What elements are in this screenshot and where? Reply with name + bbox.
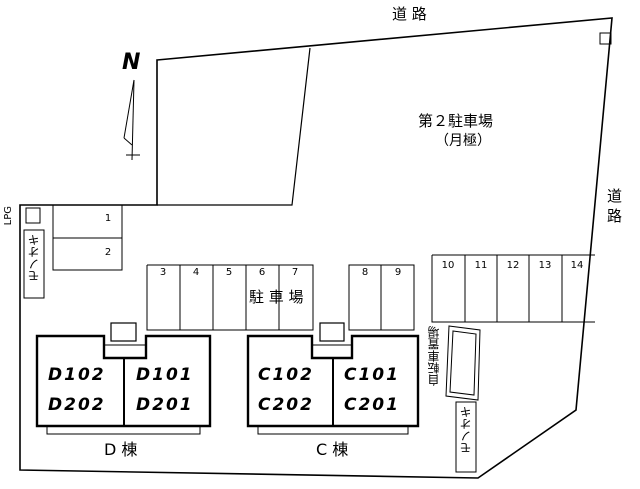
north-label: N xyxy=(122,50,141,75)
road-right-label: 道 路 xyxy=(605,188,623,223)
stall-number: 2 xyxy=(104,247,112,258)
stalls-right xyxy=(431,254,595,323)
parking-main-label: 駐 車 場 xyxy=(249,288,304,306)
unit-label: C102 xyxy=(258,365,314,385)
stall-number: 8 xyxy=(361,267,369,278)
parking2-title: 第２駐車場 xyxy=(418,112,494,130)
site-boundary xyxy=(19,17,613,479)
parking2-boundary xyxy=(157,47,311,206)
stall-number: 11 xyxy=(474,260,488,271)
building-d xyxy=(35,322,212,435)
stalls-left xyxy=(52,205,123,271)
corner-marker xyxy=(599,32,612,45)
storage-left-label: モノオキ xyxy=(27,234,41,282)
stall-number: 1 xyxy=(104,213,112,224)
stall-number: 5 xyxy=(225,267,233,278)
unit-label: D102 xyxy=(48,365,106,385)
stall-number: 13 xyxy=(538,260,552,271)
unit-label: C101 xyxy=(344,365,400,385)
storage-left xyxy=(23,229,45,299)
unit-label: D202 xyxy=(48,395,106,415)
lpg-box xyxy=(25,207,41,224)
parking2-subtitle: （月極） xyxy=(435,133,491,149)
unit-label: C202 xyxy=(258,395,314,415)
building-c xyxy=(246,322,420,435)
north-arrow xyxy=(123,79,140,161)
unit-label: C201 xyxy=(344,395,400,415)
stall-number: 3 xyxy=(159,267,167,278)
bike-parking xyxy=(445,325,481,401)
stalls-mid-b xyxy=(348,264,415,331)
road-top-label: 道 路 xyxy=(392,5,427,23)
storage-right xyxy=(455,401,477,473)
stalls-mid-a xyxy=(146,264,314,331)
lpg-label: LPG xyxy=(3,206,14,226)
stall-number: 12 xyxy=(506,260,520,271)
stall-number: 14 xyxy=(570,260,584,271)
stall-number: 9 xyxy=(394,267,402,278)
unit-label: D201 xyxy=(136,395,194,415)
building-d-label: D 棟 xyxy=(104,440,138,459)
stall-number: 4 xyxy=(192,267,200,278)
bike-parking-label: 自転車置場 xyxy=(427,326,441,386)
stall-number: 10 xyxy=(441,260,455,271)
stall-number: 7 xyxy=(291,267,299,278)
storage-right-label: モノオキ xyxy=(459,406,473,454)
stall-number: 6 xyxy=(258,267,266,278)
building-c-label: C 棟 xyxy=(316,440,349,459)
unit-label: D101 xyxy=(136,365,194,385)
